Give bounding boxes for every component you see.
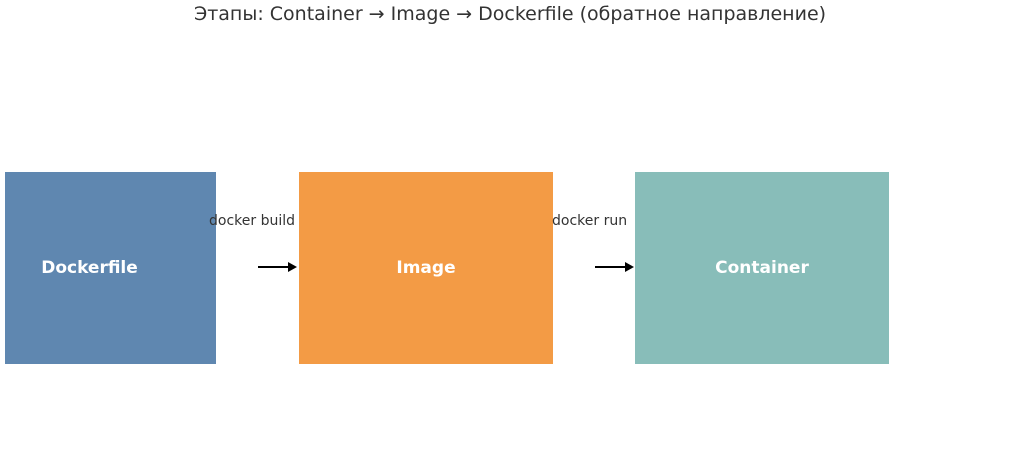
node-container: Container xyxy=(635,172,889,364)
edge-label-docker-build: docker build xyxy=(209,213,296,229)
node-dockerfile: Dockerfile xyxy=(5,172,216,364)
node-label-image: Image xyxy=(396,258,456,278)
arrow-right-icon xyxy=(258,262,297,272)
node-label-dockerfile: Dockerfile xyxy=(41,258,138,278)
arrow-right-icon xyxy=(595,262,634,272)
diagram-title: Этапы: Container → Image → Dockerfile (о… xyxy=(193,3,827,25)
edge-label-docker-run: docker run xyxy=(552,213,628,229)
node-label-container: Container xyxy=(715,258,809,278)
node-image: Image xyxy=(299,172,553,364)
